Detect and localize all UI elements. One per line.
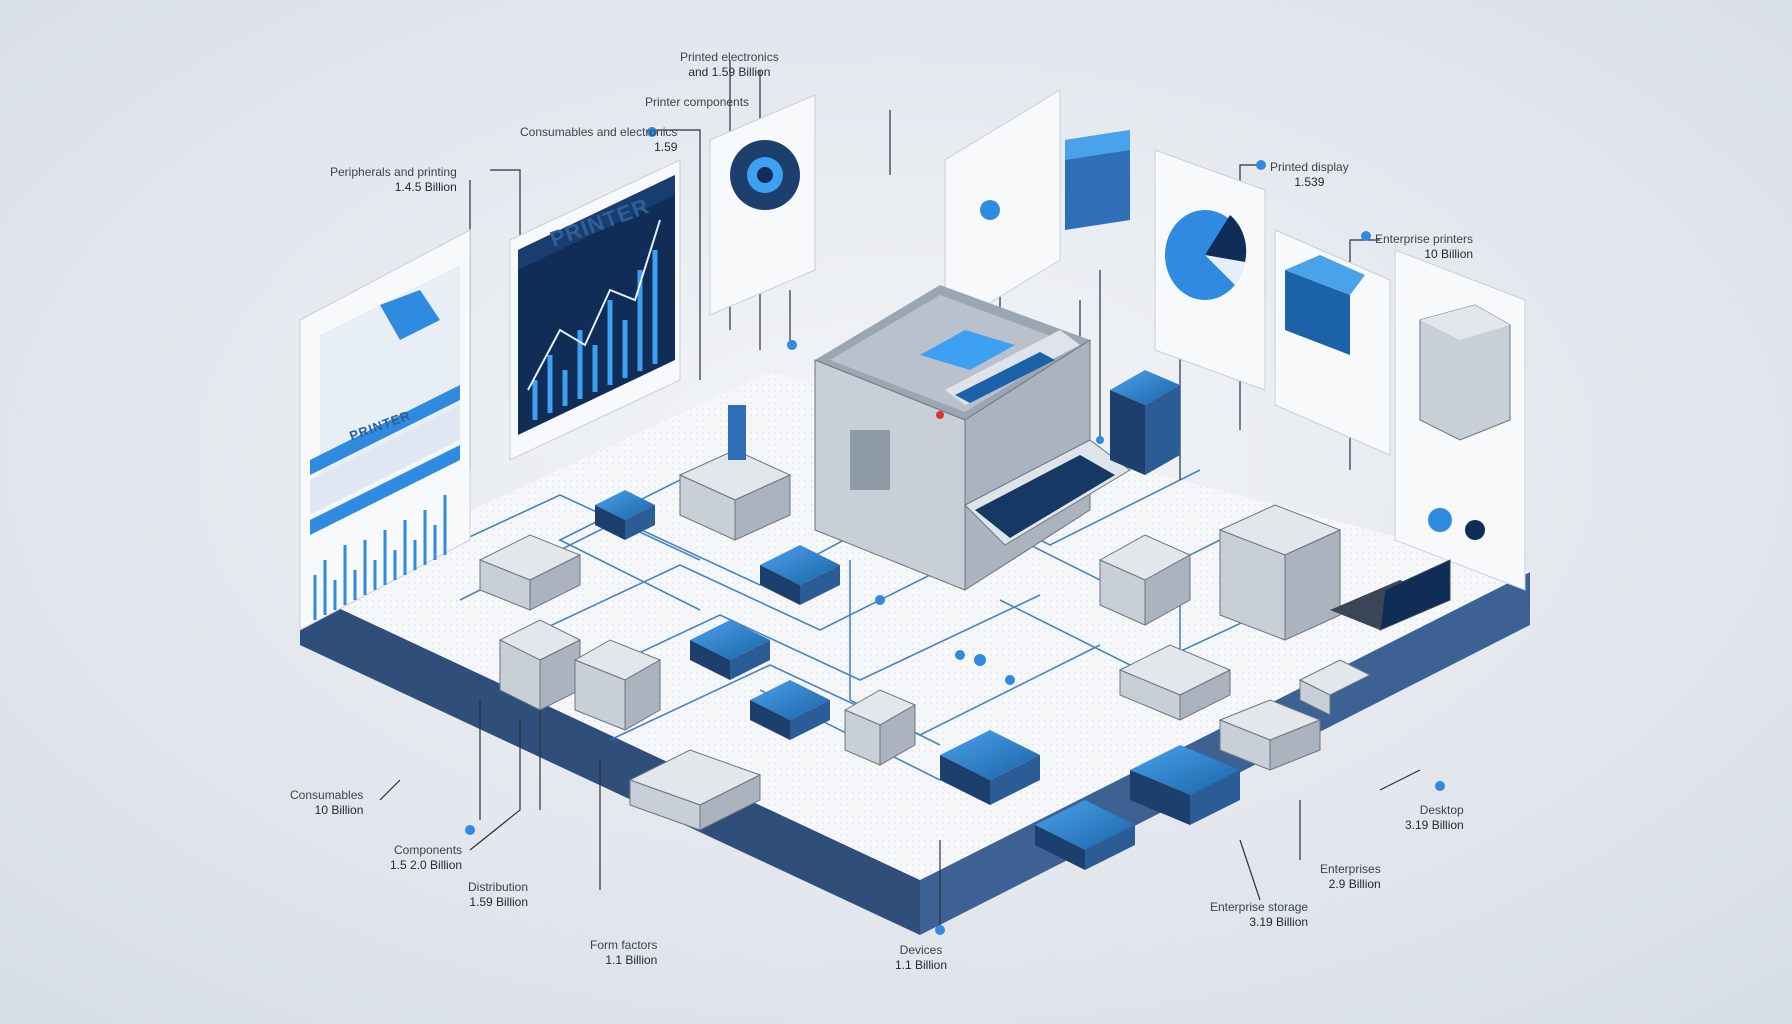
panel-center-right bbox=[944, 89, 1130, 331]
callout-title: Printer components bbox=[645, 95, 750, 109]
callout-value: and 1.59 Billion bbox=[688, 65, 771, 79]
callout-bottom-left-4: Form factors 1.1 Billion bbox=[590, 938, 657, 968]
callout-title: Consumables bbox=[290, 788, 364, 802]
callout-bottom-left-1: Consumables 10 Billion bbox=[290, 788, 363, 818]
callout-bottom-left-3: Distribution 1.59 Billion bbox=[468, 880, 528, 910]
panel-chart bbox=[509, 159, 681, 461]
printer-device bbox=[814, 285, 1131, 591]
panel-left bbox=[299, 229, 471, 631]
callout-top-center-2: Printer components bbox=[645, 95, 749, 110]
callout-title: Components bbox=[394, 843, 463, 857]
callout-value: 1.5 2.0 Billion bbox=[390, 858, 463, 872]
callout-value: 1.59 bbox=[654, 140, 678, 154]
callout-top-right-1: Printed display 1.539 bbox=[1270, 160, 1349, 190]
callout-top-left-2: Consumables and electronics 1.59 bbox=[520, 125, 677, 155]
callout-bottom-center: Devices 1.1 Billion bbox=[895, 943, 947, 973]
callout-top-left-1: Peripherals and printing 1.4.5 Billion bbox=[330, 165, 457, 195]
callout-value: 1.59 Billion bbox=[469, 895, 529, 909]
callout-value: 10 Billion bbox=[314, 803, 364, 817]
callout-right-1: Enterprise printers 10 Billion bbox=[1375, 232, 1473, 262]
callout-title: Devices bbox=[899, 943, 943, 957]
callout-bottom-right-2: Enterprises 2.9 Billion bbox=[1320, 862, 1381, 892]
callout-nodes bbox=[465, 127, 1445, 935]
panel-far-right bbox=[1394, 249, 1526, 591]
callout-bottom-right-1: Desktop 3.19 Billion bbox=[1405, 803, 1464, 833]
panel-gear bbox=[709, 94, 816, 316]
callout-bottom-right-3: Enterprise storage 3.19 Billion bbox=[1210, 900, 1308, 930]
callout-value: 1.539 bbox=[1294, 175, 1325, 189]
callout-title: Peripherals and printing bbox=[330, 165, 457, 179]
callout-value: 3.19 Billion bbox=[1405, 818, 1464, 832]
callout-title: Consumables and electronics bbox=[520, 125, 678, 139]
panel-right-stack bbox=[1274, 229, 1391, 456]
callout-title: Distribution bbox=[468, 880, 529, 894]
callout-bottom-left-2: Components 1.5 2.0 Billion bbox=[390, 843, 462, 873]
callout-title: Enterprises bbox=[1320, 862, 1381, 876]
callout-value: 3.19 Billion bbox=[1249, 915, 1309, 929]
callout-title: Printed display bbox=[1270, 160, 1349, 174]
callout-value: 1.4.5 Billion bbox=[394, 180, 457, 194]
callout-title: Printed electronics bbox=[680, 50, 779, 64]
callout-value: 1.1 Billion bbox=[605, 953, 658, 967]
callout-title: Enterprise printers bbox=[1375, 232, 1474, 246]
panel-pie bbox=[1154, 149, 1266, 391]
callout-value: 10 Billion bbox=[1424, 247, 1474, 261]
small-devices bbox=[478, 370, 1451, 870]
callout-value: 1.1 Billion bbox=[895, 958, 948, 972]
callout-title: Form factors bbox=[590, 938, 658, 952]
callout-title: Desktop bbox=[1419, 803, 1464, 817]
callout-value: 2.9 Billion bbox=[1328, 877, 1381, 891]
callout-top-center: Printed electronics and 1.59 Billion bbox=[680, 50, 779, 80]
callout-title: Enterprise storage bbox=[1210, 900, 1309, 914]
